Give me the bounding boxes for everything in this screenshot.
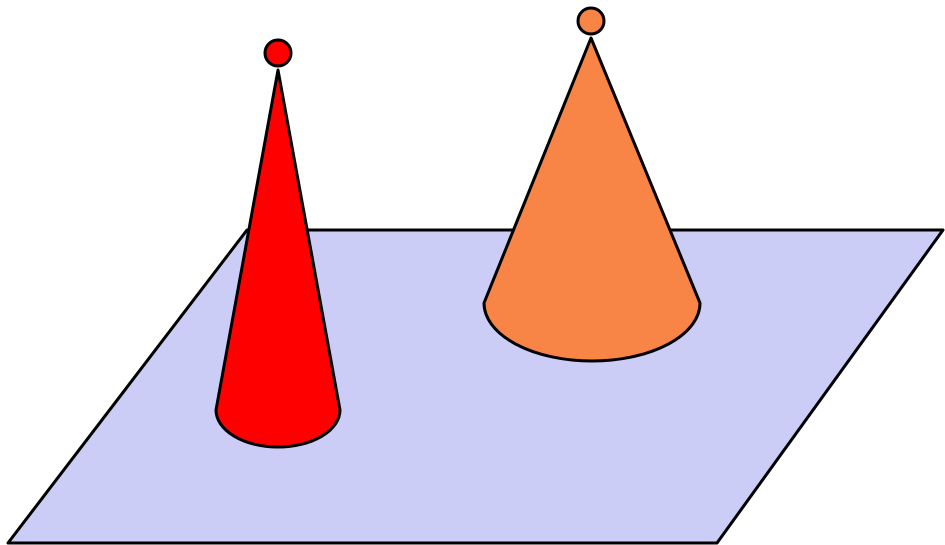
orange-cone (484, 8, 700, 361)
ground-plane (8, 230, 943, 543)
red-cone-apex-marker (265, 40, 291, 66)
orange-cone-body (484, 38, 700, 361)
orange-cone-apex-marker (578, 8, 604, 34)
